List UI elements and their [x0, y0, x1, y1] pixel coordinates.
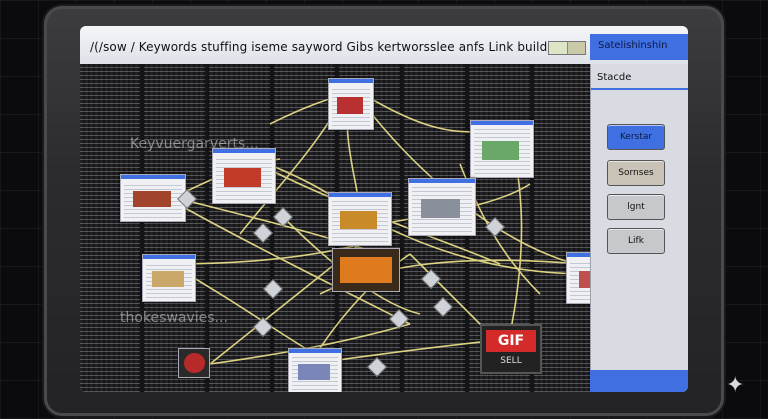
- webpage-thumbnail[interactable]: [120, 174, 186, 222]
- webpage-thumbnail[interactable]: [288, 348, 342, 392]
- side-panel: Stacde Kerstar Sornses lgnt Lifk: [590, 64, 688, 370]
- webpage-thumbnail[interactable]: [470, 120, 534, 178]
- sell-label: SELL: [482, 356, 540, 366]
- side-divider: [591, 88, 688, 90]
- minimize-button[interactable]: [549, 42, 568, 54]
- webpage-thumbnail[interactable]: [332, 248, 400, 292]
- window-controls[interactable]: [548, 41, 586, 55]
- webpage-thumbnail[interactable]: [212, 148, 276, 204]
- lifk-button[interactable]: Lifk: [607, 228, 665, 254]
- link-network-canvas: Keyvuergarverts... thokeswavies...: [80, 64, 590, 392]
- webpage-thumbnail[interactable]: [566, 252, 590, 304]
- maximize-button[interactable]: [568, 42, 586, 54]
- lgnt-button[interactable]: lgnt: [607, 194, 665, 220]
- side-panel-header: Satelishinshin: [590, 34, 688, 60]
- side-panel-subtitle: Stacde: [597, 72, 631, 83]
- side-panel-title: Satelishinshin: [598, 40, 667, 51]
- webpage-thumbnail[interactable]: [142, 254, 196, 302]
- sparkle-icon: ✦: [726, 373, 744, 398]
- webpage-thumbnail[interactable]: [328, 78, 374, 130]
- link-line: [410, 254, 490, 334]
- side-panel-footer: [590, 370, 688, 392]
- gif-sell-badge[interactable]: GIF SELL: [480, 324, 542, 374]
- webpage-thumbnail[interactable]: [408, 178, 476, 236]
- sornses-button[interactable]: Sornses: [607, 160, 665, 186]
- webpage-thumbnail[interactable]: [178, 348, 210, 378]
- gif-label: GIF: [486, 330, 536, 352]
- kerstar-button[interactable]: Kerstar: [607, 124, 665, 150]
- webpage-thumbnail[interactable]: [328, 192, 392, 246]
- monitor-screen: /(/sow / Keywords stuffing iseme sayword…: [80, 26, 688, 392]
- window-title: /(/sow / Keywords stuffing iseme sayword…: [90, 40, 566, 54]
